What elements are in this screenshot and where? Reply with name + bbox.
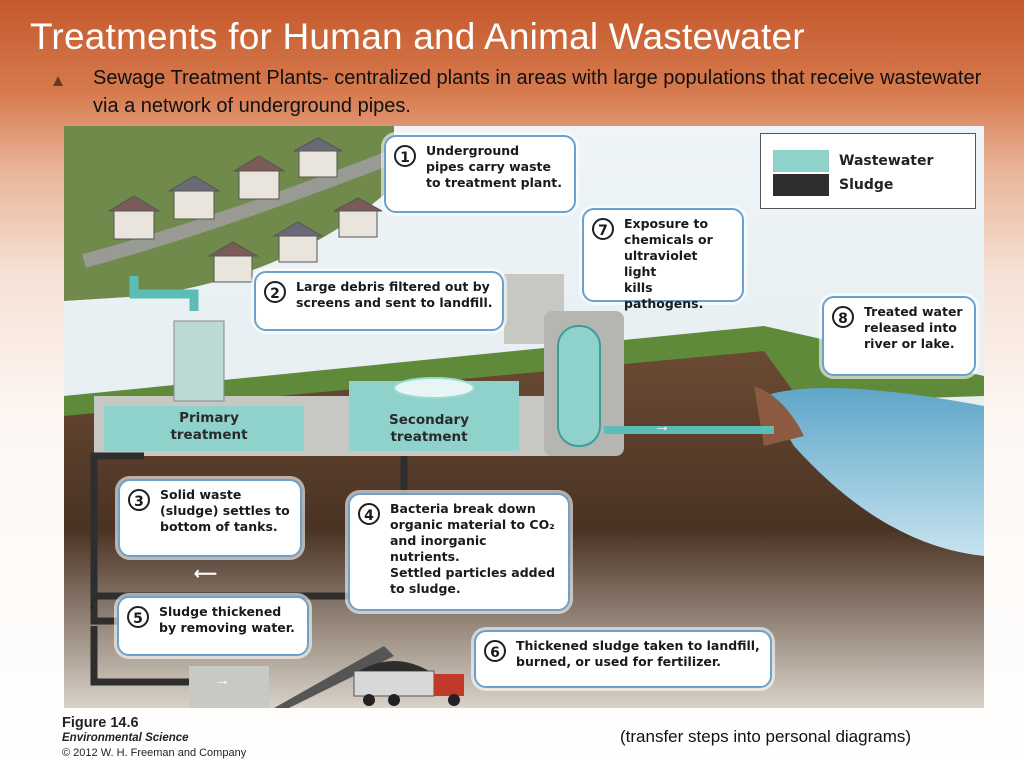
- step-1-callout: 1 Underground pipes carry waste to treat…: [384, 135, 576, 213]
- step-text: Bacteria break down organic material to …: [390, 501, 560, 597]
- arrow-right-icon: →: [654, 418, 670, 436]
- step-number: 1: [394, 145, 416, 167]
- step-text: Treated water released into river or lak…: [864, 304, 966, 352]
- figure-number: Figure 14.6: [62, 715, 246, 731]
- legend-swatch-wastewater: [773, 150, 829, 172]
- slide-title: Treatments for Human and Animal Wastewat…: [30, 16, 1020, 58]
- step-number: 3: [128, 489, 150, 511]
- step-text: Sludge thickened by removing water.: [159, 604, 299, 636]
- arrow-right-icon: →: [214, 672, 230, 690]
- triangle-bullet-icon: [52, 75, 64, 87]
- screen-chamber: [174, 321, 224, 401]
- step-8-callout: 8 Treated water released into river or l…: [822, 296, 976, 376]
- legend-swatch-sludge: [773, 174, 829, 196]
- primary-treatment-label: Primary treatment: [154, 410, 264, 444]
- uv-chamber: [558, 326, 600, 446]
- step-number: 8: [832, 306, 854, 328]
- instruction-note: (transfer steps into personal diagrams): [620, 727, 911, 747]
- step-number: 2: [264, 281, 286, 303]
- step-number: 6: [484, 640, 506, 662]
- step-text: Underground pipes carry waste to treatme…: [426, 143, 566, 191]
- copyright-text: © 2012 W. H. Freeman and Company: [62, 747, 246, 759]
- step-4-callout: 4 Bacteria break down organic material t…: [348, 493, 570, 611]
- step-5-callout: 5 Sludge thickened by removing water.: [117, 596, 309, 656]
- outflow-pipe: [604, 426, 774, 434]
- secondary-treatment-label: Secondary treatment: [364, 412, 494, 446]
- figure-caption: Figure 14.6 Environmental Science © 2012…: [62, 715, 246, 759]
- arrow-down-icon: ↓: [88, 596, 96, 614]
- step-text: Solid waste (sludge) settles to bottom o…: [160, 487, 292, 535]
- arrow-left-icon: ⟵: [194, 564, 217, 584]
- step-text: Large debris filtered out by screens and…: [296, 279, 494, 311]
- step-3-callout: 3 Solid waste (sludge) settles to bottom…: [118, 479, 302, 557]
- step-text: Exposure to chemicals or ultraviolet lig…: [624, 216, 734, 312]
- step-text: Thickened sludge taken to landfill, burn…: [516, 638, 762, 670]
- step-6-callout: 6 Thickened sludge taken to landfill, bu…: [474, 630, 772, 688]
- step-2-callout: 2 Large debris filtered out by screens a…: [254, 271, 504, 331]
- legend-label-wastewater: Wastewater: [839, 153, 933, 169]
- diagram-legend: Wastewater Sludge: [760, 133, 976, 209]
- step-number: 7: [592, 218, 614, 240]
- step-7-callout: 7 Exposure to chemicals or ultraviolet l…: [582, 208, 744, 302]
- step-number: 5: [127, 606, 149, 628]
- legend-label-sludge: Sludge: [839, 177, 893, 193]
- aerator: [394, 378, 474, 398]
- step-number: 4: [358, 503, 380, 525]
- bullet-text: Sewage Treatment Plants- centralized pla…: [93, 64, 993, 120]
- book-title: Environmental Science: [62, 732, 246, 744]
